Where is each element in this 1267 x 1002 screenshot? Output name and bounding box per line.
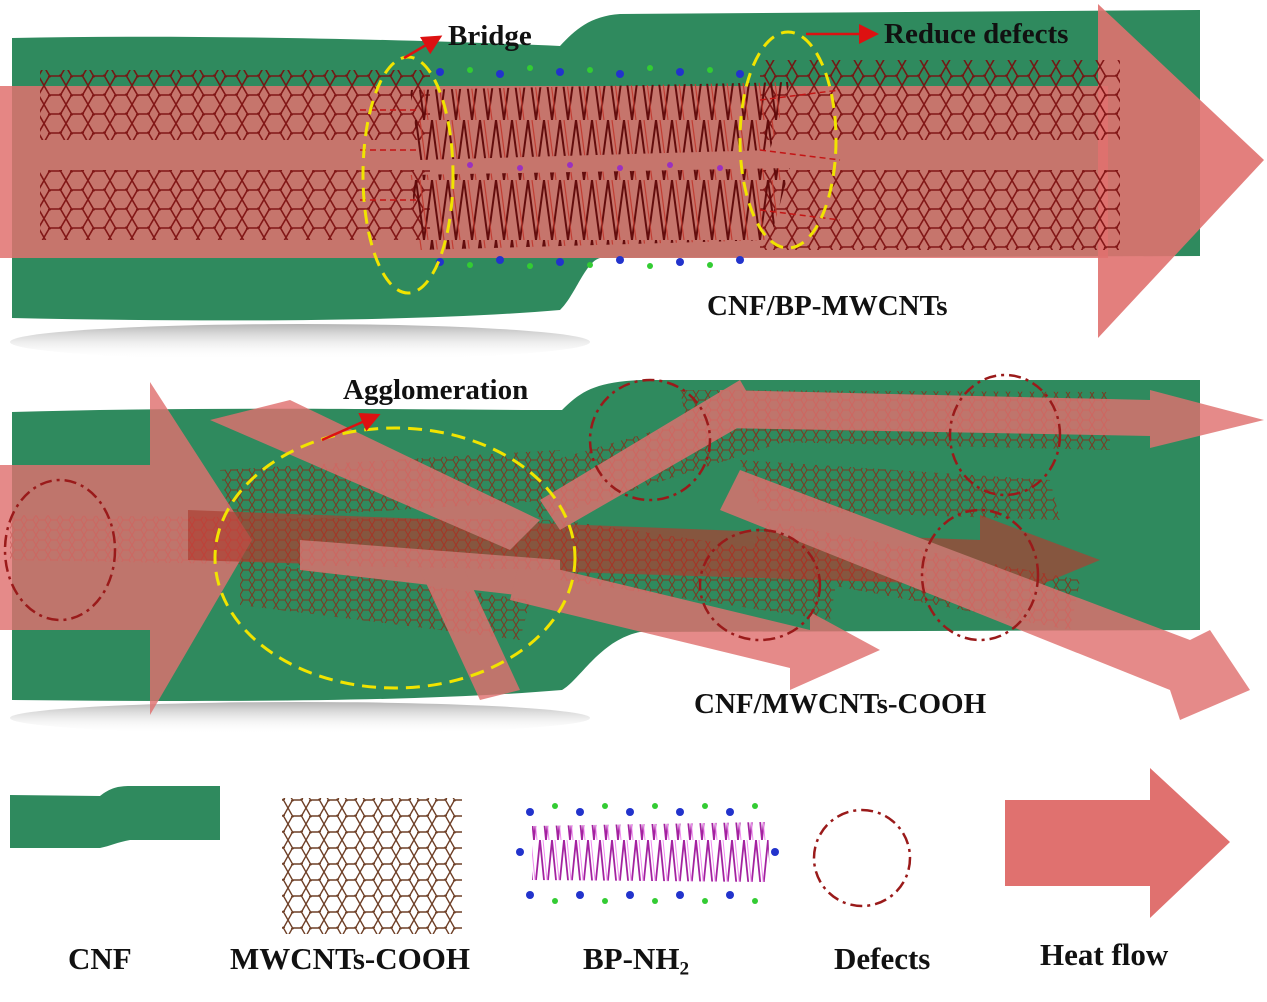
legend [10, 768, 1230, 934]
legend-heat-label: Heat flow [1040, 937, 1169, 972]
defect-circle-icon [812, 808, 912, 908]
defect-circle-2 [588, 378, 712, 502]
legend-defects-label: Defects [834, 941, 931, 976]
reduce-defects-ellipse [738, 30, 838, 250]
middle-panel-title: CNF/MWCNTs-COOH [694, 688, 987, 720]
bp-sheets-top [410, 82, 790, 250]
legend-bp-label: BP-NH2 [583, 943, 689, 979]
middle-panel [0, 373, 1264, 734]
bridge-label: Bridge [448, 20, 532, 52]
heat-flow-arrowhead-top [1098, 4, 1264, 338]
defect-circle-5 [920, 508, 1040, 642]
bp-nh2-sheet-icon [516, 803, 779, 904]
reduce-defects-label: Reduce defects [884, 18, 1069, 50]
mwcnt-right-top [760, 60, 1120, 250]
defect-circles-middle [3, 373, 1062, 642]
top-panel-title: CNF/BP-MWCNTs [707, 290, 948, 322]
bridge-pointer-arrow [403, 35, 443, 60]
agglomeration-pointer-arrow [321, 412, 381, 442]
bond-dashes-top [360, 89, 841, 221]
legend-bp-label-subscript: 2 [679, 958, 690, 980]
agglomeration-ellipse [213, 426, 577, 690]
amine-groups-top [436, 65, 744, 269]
legend-bp-label-base: BP-NH [583, 941, 680, 976]
agglomeration-label: Agglomeration [343, 374, 529, 406]
cnf-ribbon-icon [10, 786, 220, 848]
defect-circle-1 [3, 478, 117, 622]
cnf-shadow-middle [10, 702, 590, 734]
heat-flow-arrow-icon [1005, 768, 1230, 918]
cnf-shadow [10, 324, 590, 360]
legend-cnf-label: CNF [68, 941, 132, 976]
defect-circle-3 [948, 373, 1062, 497]
defect-circle-4 [698, 528, 822, 642]
top-panel [0, 4, 1264, 360]
mwcnt-tube-icon [282, 798, 462, 934]
mwcnt-left-top [40, 70, 430, 240]
legend-mwcnt-label: MWCNTs-COOH [230, 941, 470, 976]
